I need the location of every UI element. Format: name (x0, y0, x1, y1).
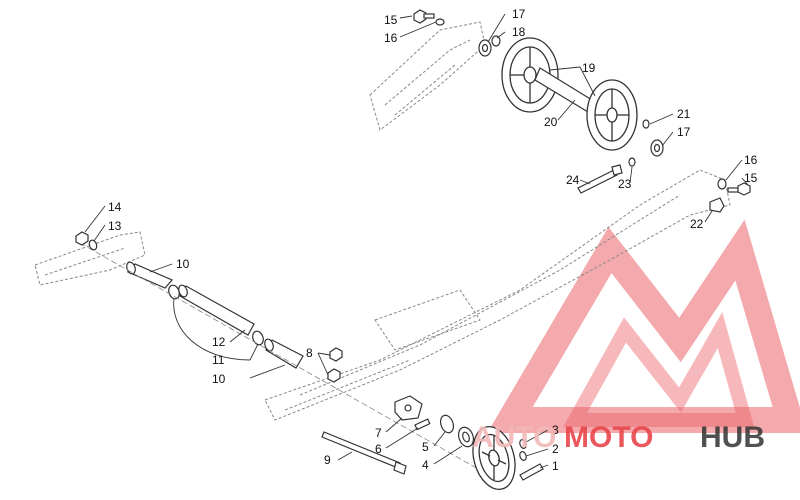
washer-16-top (435, 18, 445, 26)
washer-11-lower (252, 330, 264, 346)
upper-idler-wheel-left (501, 37, 559, 113)
callout-23: 23 (618, 177, 632, 191)
block-22 (709, 197, 725, 213)
washer-21 (642, 119, 650, 129)
axle-bracket-7 (394, 395, 423, 421)
washer-2 (519, 451, 527, 461)
bolt-15-right (727, 182, 751, 196)
spacer-tube-12 (178, 284, 255, 336)
watermark-auto: AUTO (472, 421, 556, 454)
callout-7: 7 (375, 426, 382, 440)
callout-10-lower: 10 (212, 372, 226, 386)
washer-5 (439, 414, 455, 434)
washer-13 (88, 239, 98, 251)
callout-16-top: 16 (384, 31, 398, 45)
bolt-1 (519, 463, 544, 481)
callout-14: 14 (108, 200, 122, 214)
callout-22: 22 (690, 217, 704, 231)
bolt-15-top (413, 9, 435, 24)
watermark-text: AUTO MOTO HUB (472, 421, 765, 454)
callout-13: 13 (108, 219, 122, 233)
callout-1: 1 (552, 459, 559, 473)
callout-17-lower: 17 (677, 125, 691, 139)
cross-shaft-axis (79, 242, 481, 471)
callout-6: 6 (375, 442, 382, 456)
leader-lines (84, 13, 749, 469)
callout-21: 21 (677, 107, 691, 121)
main-frame-rail (264, 169, 731, 421)
callout-24: 24 (566, 173, 580, 187)
nut-23 (628, 157, 636, 167)
upper-frame-rail (369, 21, 486, 131)
callout-labels: 15 16 17 18 19 20 21 17 24 23 16 15 22 1… (108, 7, 758, 473)
callout-15-top: 15 (384, 13, 398, 27)
callout-10-upper: 10 (176, 257, 190, 271)
bolt-24 (577, 164, 623, 194)
nut-8-lower (327, 368, 341, 383)
upper-idler-wheel-right (586, 79, 638, 151)
callout-17-top: 17 (512, 7, 526, 21)
callout-4: 4 (422, 458, 429, 472)
watermark-hub: HUB (700, 421, 765, 454)
callout-3: 3 (552, 423, 559, 437)
callout-9: 9 (324, 453, 331, 467)
callout-12: 12 (212, 335, 226, 349)
washer-3 (519, 439, 527, 449)
callout-18: 18 (512, 25, 526, 39)
long-bolt-9 (321, 431, 407, 475)
lower-idler-wheel (472, 426, 516, 490)
watermark-moto: MOTO (564, 421, 653, 454)
bearing-17-top (478, 39, 492, 57)
washer-16-right (717, 178, 727, 190)
callout-20: 20 (544, 115, 558, 129)
callout-2: 2 (552, 442, 559, 456)
callout-19: 19 (582, 61, 596, 75)
nut-8-upper (329, 347, 343, 362)
callout-16-right: 16 (744, 153, 758, 167)
callout-5: 5 (422, 440, 429, 454)
callout-8: 8 (306, 346, 313, 360)
callout-11: 11 (212, 353, 225, 367)
callout-15-right: 15 (744, 171, 758, 185)
bearing-4 (457, 426, 475, 448)
spacer-tube-10-upper (126, 261, 173, 289)
watermark-logo (487, 219, 800, 433)
bolt-6 (414, 418, 431, 431)
spacer-tube-10-lower (264, 338, 304, 369)
left-frame-rail (34, 231, 146, 286)
spacer-18 (491, 35, 501, 47)
bearing-17-lower (650, 139, 664, 157)
nut-14 (75, 231, 89, 246)
